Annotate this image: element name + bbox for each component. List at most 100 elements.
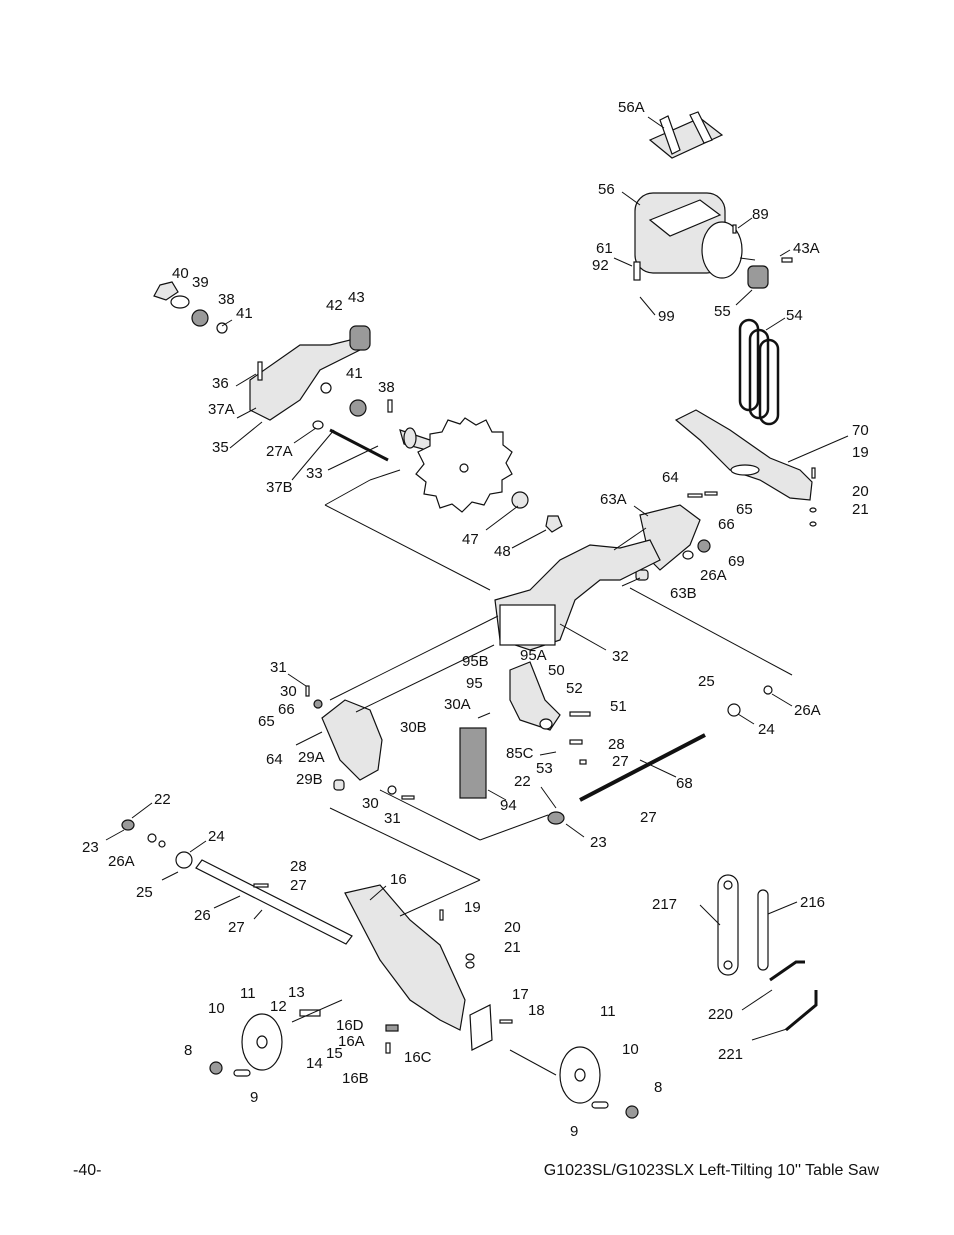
callout-37A: 37A — [208, 401, 235, 418]
callout-64: 64 — [662, 469, 679, 486]
blade-nut — [545, 515, 563, 533]
callout-26A: 26A — [700, 567, 727, 584]
set-screw — [781, 257, 793, 263]
callout-36: 36 — [212, 375, 229, 392]
callout-94: 94 — [500, 797, 517, 814]
callout-43: 43 — [348, 289, 365, 306]
callout-25: 25 — [698, 673, 715, 690]
callout-33: 33 — [306, 465, 323, 482]
callout-95: 95 — [466, 675, 483, 692]
callout-8: 8 — [184, 1042, 192, 1059]
hex-wrench-small — [769, 960, 805, 982]
callout-68: 68 — [676, 775, 693, 792]
handle-shaft — [591, 1101, 609, 1109]
collar — [727, 703, 741, 717]
callout-40: 40 — [172, 265, 189, 282]
motor-bolt — [633, 261, 641, 281]
trunnion-block — [499, 604, 556, 646]
callout-66: 66 — [718, 516, 735, 533]
callout-42: 42 — [326, 297, 343, 314]
callout-31b: 31 — [384, 810, 401, 827]
callout-30B: 30B — [400, 719, 427, 736]
callout-47: 47 — [462, 531, 479, 548]
callout-27d: 27 — [228, 919, 245, 936]
retaining-ring — [170, 295, 190, 309]
motor-bracket — [674, 409, 817, 527]
callout-26: 26 — [194, 907, 211, 924]
gear — [547, 811, 565, 825]
callout-16B: 16B — [342, 1070, 369, 1087]
gear — [121, 819, 135, 831]
motor-pulley — [747, 265, 769, 289]
bolt — [687, 493, 703, 498]
callout-29B: 29B — [296, 771, 323, 788]
page-title: G1023SL/G1023SLX Left-Tilting 10'' Table… — [543, 1162, 879, 1179]
callout-26Ac: 26A — [108, 853, 135, 870]
callout-12: 12 — [270, 998, 287, 1015]
block — [459, 727, 487, 799]
callout-10: 10 — [208, 1000, 225, 1017]
callout-63B: 63B — [670, 585, 697, 602]
screw — [499, 1019, 513, 1024]
front-trunnion — [305, 685, 487, 800]
slot — [730, 464, 760, 476]
callout-37B: 37B — [266, 479, 293, 496]
callout-52: 52 — [566, 680, 583, 697]
key — [253, 883, 269, 888]
cabinet-bracket — [299, 884, 513, 1054]
screw — [385, 1042, 391, 1054]
plate — [469, 1004, 493, 1051]
callout-10b: 10 — [622, 1041, 639, 1058]
callout-30b: 30 — [362, 795, 379, 812]
collar — [175, 851, 193, 869]
arbor-nut — [153, 281, 179, 301]
washer — [387, 785, 397, 795]
callout-21b: 21 — [504, 939, 521, 956]
bushing — [635, 569, 649, 581]
callout-54: 54 — [786, 307, 803, 324]
spacer — [320, 382, 332, 394]
tools — [717, 874, 818, 1032]
key — [387, 399, 393, 413]
mount-bracket — [689, 111, 713, 144]
screw — [439, 909, 444, 921]
callout-50: 50 — [548, 662, 565, 679]
front-trunnion-body — [321, 699, 383, 781]
callout-21: 21 — [852, 501, 869, 518]
callout-22b: 22 — [154, 791, 171, 808]
key — [732, 224, 737, 234]
handwheel-hub — [256, 1035, 268, 1049]
arbor-pulley — [349, 325, 371, 351]
handle-shaft — [233, 1069, 251, 1077]
callout-55: 55 — [714, 303, 731, 320]
callout-23b: 23 — [82, 839, 99, 856]
callout-70: 70 — [852, 422, 869, 439]
spacer — [216, 322, 228, 334]
washer — [809, 507, 817, 513]
bolt — [811, 467, 816, 479]
v-belts — [738, 318, 780, 426]
callout-95B: 95B — [462, 653, 489, 670]
callout-11b: 11 — [600, 1003, 616, 1020]
callout-221: 221 — [718, 1046, 743, 1063]
washer — [539, 718, 553, 730]
bearing — [191, 309, 209, 327]
callout-16D: 16D — [336, 1017, 364, 1034]
callout-23: 23 — [590, 834, 607, 851]
callout-labels: 56A 56 89 61 43A 92 99 55 54 40 39 38 43… — [82, 99, 869, 1140]
callout-11: 11 — [240, 985, 256, 1002]
bolt — [257, 361, 263, 381]
callout-66b: 66 — [278, 701, 295, 718]
callout-64b: 64 — [266, 751, 283, 768]
motor-plate — [648, 199, 722, 237]
callout-216: 216 — [800, 894, 825, 911]
arbor-bracket — [249, 339, 362, 421]
arbor-wrench — [717, 874, 739, 976]
shaft — [569, 711, 591, 717]
lock — [385, 1024, 399, 1032]
handwheel-right — [559, 1046, 639, 1119]
callout-35: 35 — [212, 439, 229, 456]
callout-9b: 9 — [570, 1123, 578, 1140]
washer — [158, 840, 166, 848]
callout-65: 65 — [736, 501, 753, 518]
